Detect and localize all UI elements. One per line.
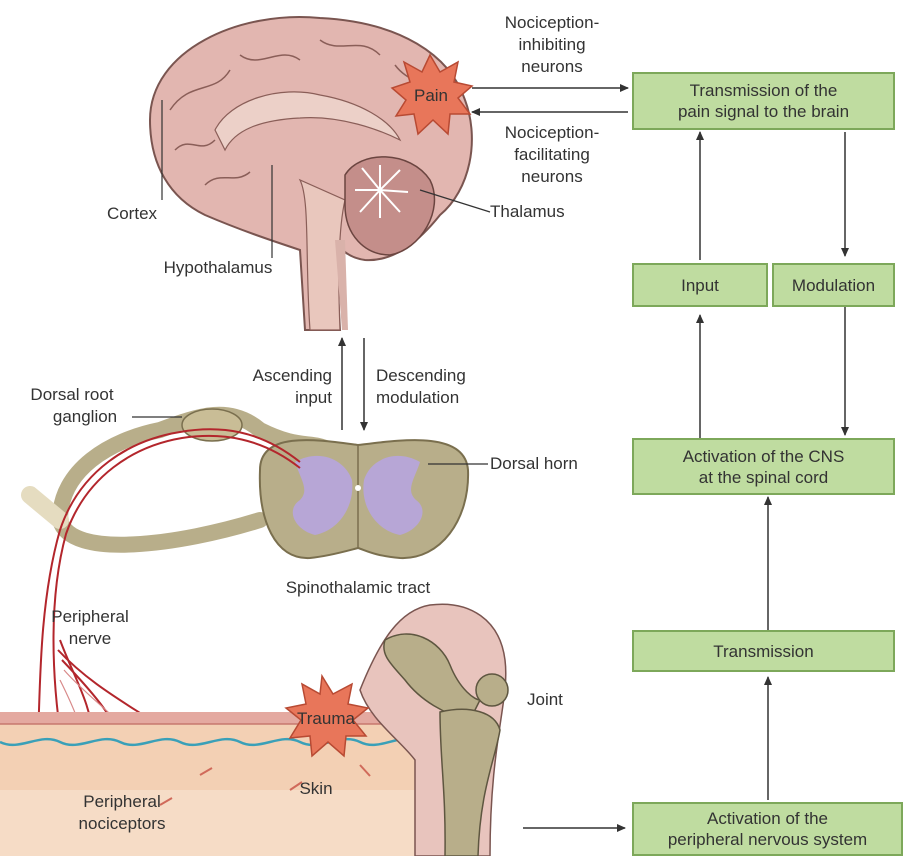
nociception-facilitating-line-3: neurons — [521, 167, 582, 186]
transmission-brain-text: Transmission of the pain signal to the b… — [678, 80, 849, 122]
thalamus-label: Thalamus — [490, 202, 565, 221]
trauma-label: Trauma — [297, 709, 355, 728]
descending-line-2: modulation — [376, 388, 459, 407]
nociception-facilitating-line-2: facilitating — [514, 145, 590, 164]
brain-illustration — [150, 17, 472, 330]
hypothalamus-label: Hypothalamus — [164, 258, 273, 277]
ascending-line-2: input — [295, 388, 332, 407]
nociceptors-line-2: nociceptors — [79, 814, 166, 833]
activation-cns-box: Activation of the CNS at the spinal cord — [632, 438, 895, 495]
nociception-inhibiting-line-1: Nociception- — [505, 13, 600, 32]
nociceptors-line-1: Peripheral — [83, 792, 161, 811]
transmission-box: Transmission — [632, 630, 895, 672]
input-text: Input — [681, 275, 719, 296]
dorsal-root-line-1: Dorsal root — [30, 385, 113, 404]
nociception-inhibiting-line-2: inhibiting — [518, 35, 585, 54]
nociception-inhibiting-line-3: neurons — [521, 57, 582, 76]
pain-label: Pain — [414, 86, 448, 105]
peripheral-nerve-line-1: Peripheral — [51, 607, 129, 626]
joint-label: Joint — [527, 690, 563, 709]
cortex-label: Cortex — [107, 204, 158, 223]
spinothalamic-label: Spinothalamic tract — [286, 578, 431, 597]
descending-line-1: Descending — [376, 366, 466, 385]
peripheral-nerve-line-2: nerve — [69, 629, 112, 648]
activation-cns-text: Activation of the CNS at the spinal cord — [683, 446, 845, 488]
ascending-line-1: Ascending — [253, 366, 332, 385]
transmission-text: Transmission — [713, 641, 813, 662]
activation-pns-text: Activation of the peripheral nervous sys… — [668, 808, 867, 850]
skin-label: Skin — [299, 779, 332, 798]
nociception-facilitating-line-1: Nociception- — [505, 123, 600, 142]
activation-pns-box: Activation of the peripheral nervous sys… — [632, 802, 903, 856]
modulation-box: Modulation — [772, 263, 895, 307]
transmission-brain-box: Transmission of the pain signal to the b… — [632, 72, 895, 130]
input-box: Input — [632, 263, 768, 307]
dorsal-horn-label: Dorsal horn — [490, 454, 578, 473]
dorsal-root-line-2: ganglion — [53, 407, 117, 426]
modulation-text: Modulation — [792, 275, 875, 296]
